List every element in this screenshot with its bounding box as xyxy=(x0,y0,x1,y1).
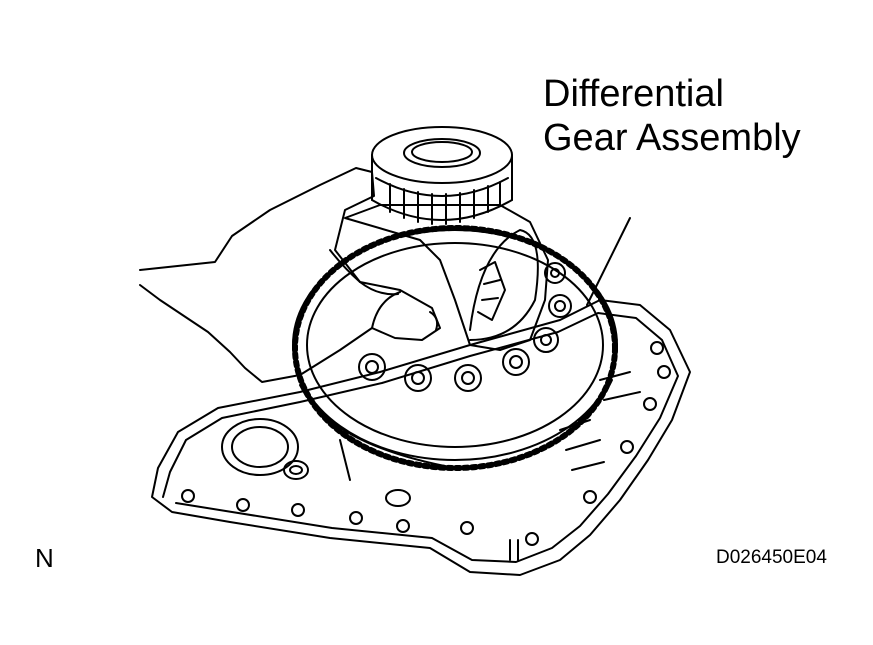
callout-line-1: Differential xyxy=(543,73,724,115)
orientation-label: N xyxy=(35,543,54,573)
figure-id: D026450E04 xyxy=(716,547,827,568)
transaxle-case xyxy=(152,300,690,575)
callout-leader-line xyxy=(587,218,630,305)
differential-gear-assembly-label: Differential Gear Assembly xyxy=(543,72,801,160)
ring-gear-bolts xyxy=(359,263,571,391)
ring-gear xyxy=(293,228,617,468)
side-bearing xyxy=(372,127,512,224)
callout-line-2: Gear Assembly xyxy=(543,117,801,159)
hand xyxy=(140,168,440,382)
